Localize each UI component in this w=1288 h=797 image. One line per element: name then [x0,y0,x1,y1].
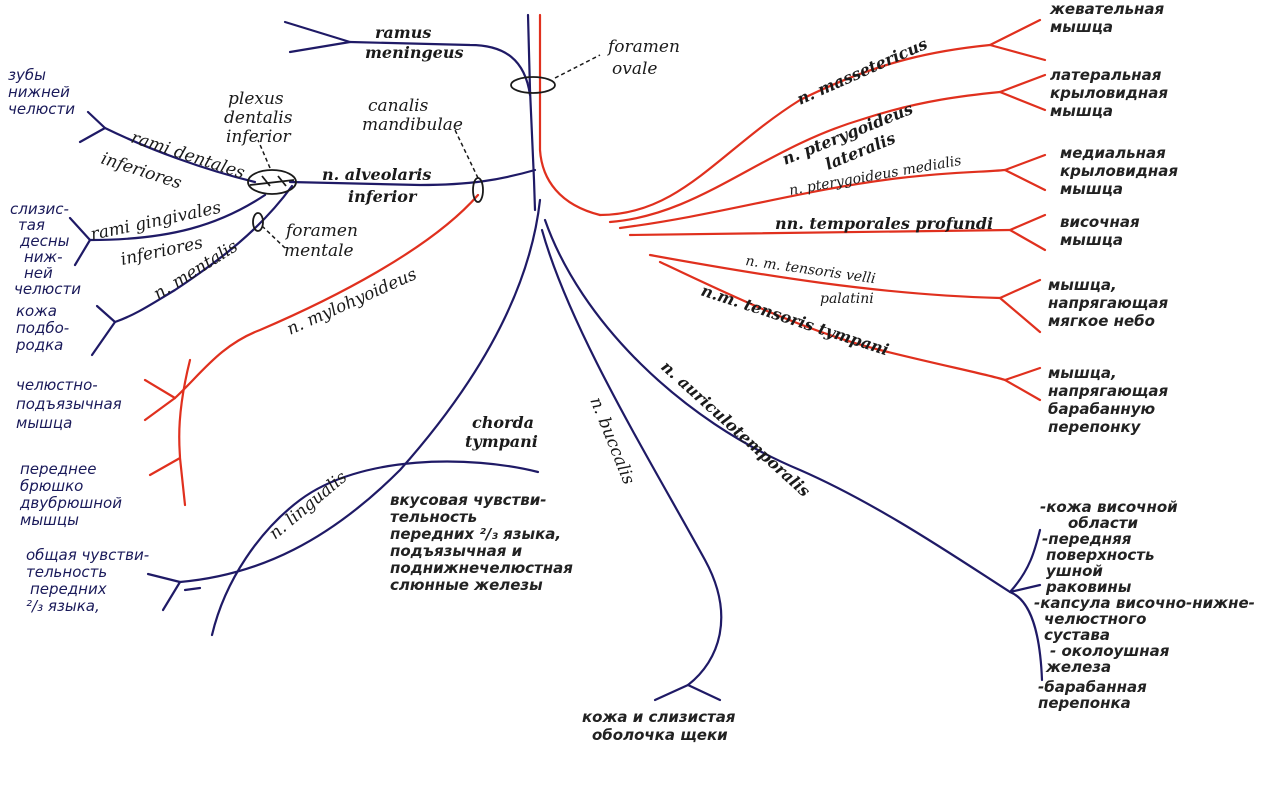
n-pterygoideus-medialis-nerve [618,168,1007,230]
ramus-meningeus-nerve [348,40,532,97]
label-rami-gingivales: rami gingivales [89,198,223,245]
label-mandibulae: mandibulae [362,115,463,135]
label-meningeus: meningeus [365,43,463,62]
label-gums: слизис- тая десны ниж- ней челюсти [10,200,81,298]
motor-root-nerve [538,13,602,217]
label-nn-temporales: nn. temporales profundi [775,214,993,233]
label-dentalis: dentalis [224,108,293,128]
label-teeth: зубы нижней челюсти [8,66,75,118]
label-ovale: ovale [612,59,657,79]
anatomical-outlines [247,54,601,249]
label-tensor-veli: мышца, напрягающая мягкое небо [1048,276,1173,330]
n-tensoris-tympani-nerve [658,260,1007,382]
n-alveolaris-inferior-nerve [288,168,537,187]
n-mylohyoideus-nerve [173,193,480,400]
label-digastric: переднее брюшко двубрюшной мышцы [19,460,127,529]
main-trunk-nerve [526,13,537,212]
label-alveolaris: n. alveolaris [322,165,431,184]
label-n-mylohyoideus: n. mylohyoideus [284,264,420,339]
label-inferior: inferior [226,127,292,147]
target-labels: зубы нижней челюсти слизис- тая десны ни… [8,0,1260,744]
foramen-ovale-ring [510,76,556,94]
n-pterygoideus-lateralis-nerve [608,90,1002,224]
foramen-mentale-ring [252,212,264,232]
label-n-buccalis: n. buccalis [585,394,638,487]
n-auriculotemporalis-nerve [543,218,1012,594]
label-n-lingualis: n. lingualis [265,467,351,544]
label-alveolaris-inferior: inferior [348,187,418,206]
plexus-ellipse [247,169,297,195]
label-foramen-mentale: foramen [284,221,358,241]
label-medial-pterygoid: медиальная крыловидная мышца [1060,144,1183,198]
label-temporal-muscle: височная мышца [1060,213,1145,249]
label-auriculotemporal-targets: -кожа височной области -передняя поверхн… [1034,498,1260,712]
n-massetericus-nerve [598,43,992,217]
label-chorda: chorda [472,413,534,432]
label-palatini: palatini [820,291,874,307]
label-ramus: ramus [375,23,431,42]
motor-nerves [143,13,1047,507]
n-buccalis-nerve [540,228,723,687]
label-mylohyoid-muscle: челюстно- подъязычная мышца [16,376,126,432]
label-n-auriculotemporalis: n. auriculotemporalis [657,357,814,501]
label-lateral-pterygoid: латеральная крыловидная мышца [1050,66,1173,120]
label-tympani: tympani [465,432,538,451]
label-mentale: mentale [284,241,354,261]
chorda-tympani-nerve [210,460,540,637]
sensory-nerves [68,13,1044,702]
rami-dentales-nerve [103,126,257,184]
label-tensor-tympani: мышца, напрягающая барабанную перепонку [1048,364,1173,436]
label-chin-skin: кожа подбо- родка [15,302,74,354]
label-n-massetericus: n. massetericus [794,34,930,109]
rami-gingivales-nerve [88,193,267,242]
n-tensoris-veli-nerve [648,253,1002,300]
label-canalis: canalis [368,96,429,116]
nn-temporales-profundi-nerve [628,228,1012,237]
label-cheek: кожа и слизистая оболочка щеки [582,708,741,744]
label-plexus: plexus [228,89,284,109]
label-taste: вкусовая чувстви- тельность передних ²/₃… [390,491,578,594]
n-lingualis-nerve [178,198,542,584]
n-mentalis-nerve [113,184,294,324]
label-foramen: foramen [606,37,680,57]
label-general-sensitivity: общая чувстви- тельность передних ²/₃ яз… [26,546,154,615]
label-masseter: жевательная мышца [1049,0,1169,36]
label-n-pterygoideus-medialis: n. pterygoideus medialis [788,153,963,199]
